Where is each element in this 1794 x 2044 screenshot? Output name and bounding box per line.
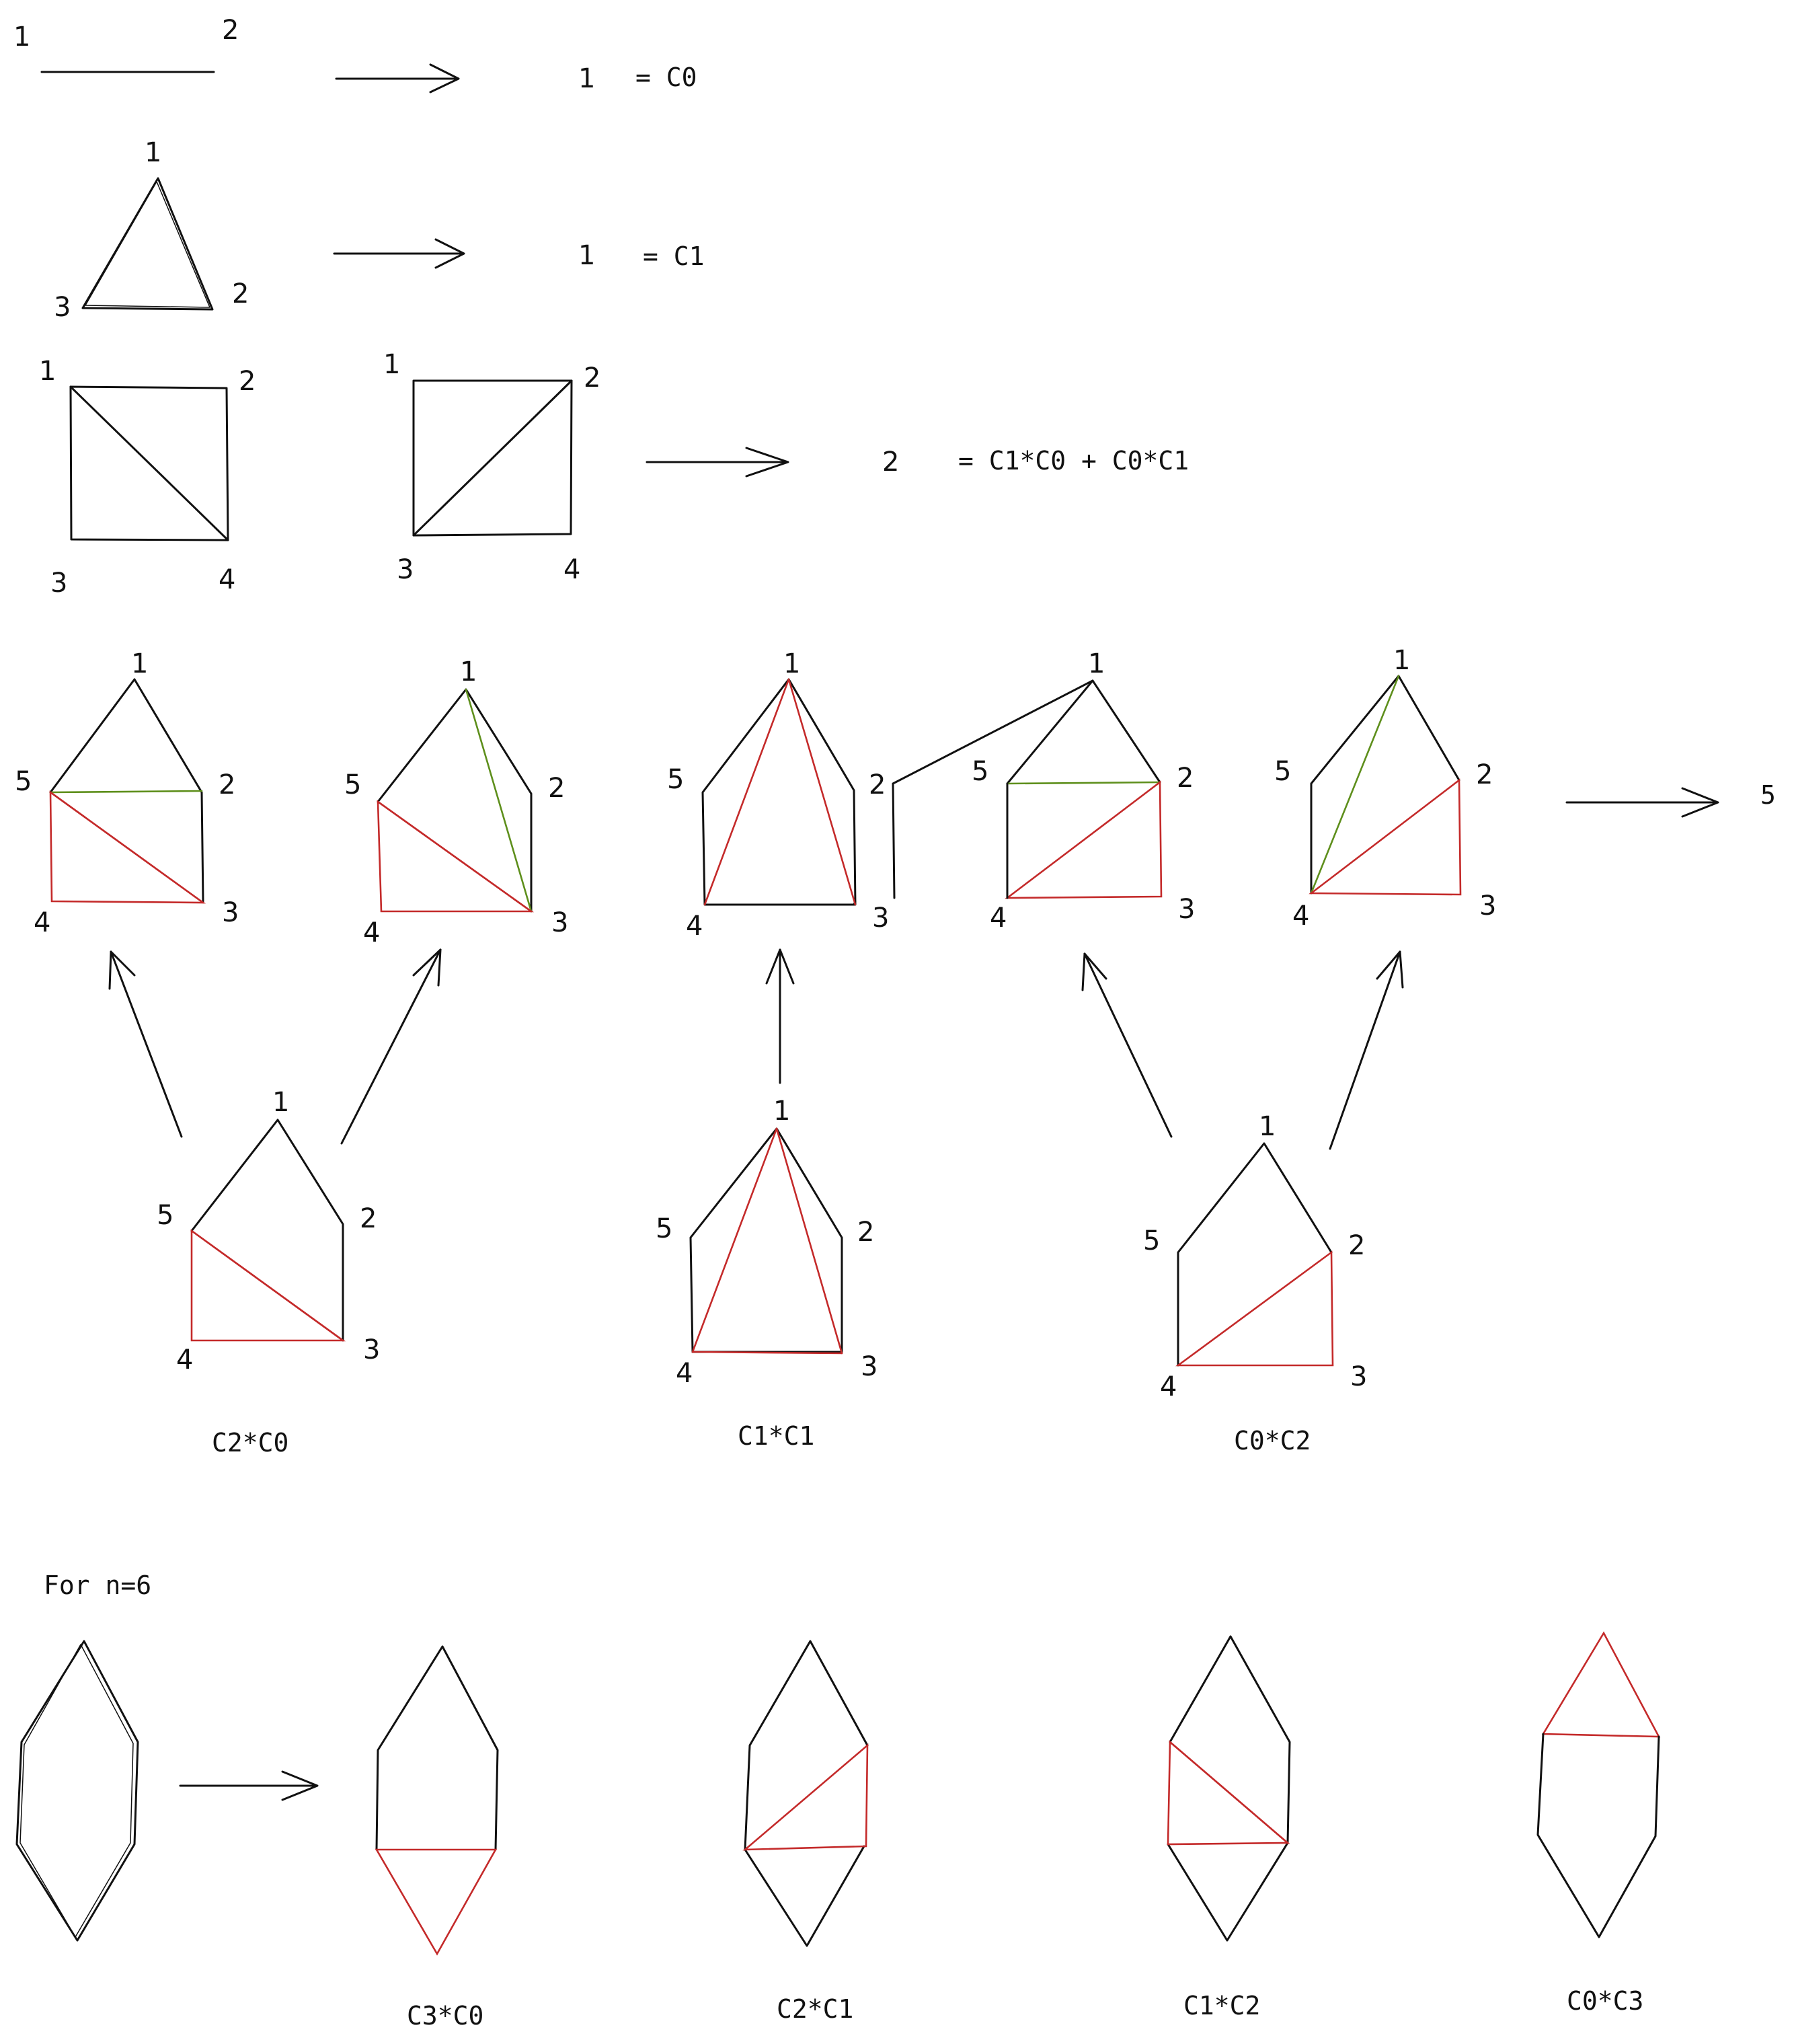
result-count-row3: 2 [882, 447, 899, 478]
segment-n2: 1 2 [13, 15, 239, 73]
vertex-label-3: 3 [1350, 1361, 1367, 1392]
pentagon-triangulation-5: 1 2 3 4 5 [1274, 645, 1496, 932]
vertex-label-2: 2 [360, 1203, 377, 1234]
vertex-label-1: 1 [13, 22, 30, 52]
vertex-label-5: 5 [344, 769, 361, 800]
caption-c1c1: C1*C1 [738, 1421, 814, 1451]
result-count-row1: 1 [578, 63, 595, 94]
vertex-label-4: 4 [686, 911, 703, 942]
vertex-label-2: 2 [1476, 759, 1493, 790]
vertex-label-1: 1 [383, 349, 400, 380]
vertex-label-4: 4 [676, 1358, 693, 1389]
vertex-label-3: 3 [1178, 894, 1195, 925]
vertex-label-2: 2 [219, 769, 235, 800]
vertex-label-4: 4 [219, 564, 235, 595]
pentagon-source-c2c0: 1 2 3 4 5 [157, 1087, 380, 1375]
result-count-row2: 1 [578, 240, 595, 271]
arrow-right-icon [335, 63, 460, 93]
caption-c2c0: C2*C0 [212, 1428, 288, 1458]
vertex-label-5: 5 [157, 1200, 173, 1231]
vertex-label-3: 3 [1479, 891, 1496, 921]
vertex-label-1: 1 [1088, 648, 1105, 679]
vertex-label-3: 3 [861, 1351, 878, 1382]
vertex-label-5: 5 [972, 756, 988, 787]
pentagon-source-c1c1: 1 2 3 4 5 [656, 1096, 878, 1389]
hexagon-triangulation-c1c2 [1167, 1635, 1291, 1942]
vertex-label-5: 5 [656, 1213, 672, 1244]
vertex-label-1: 1 [773, 1096, 790, 1127]
vertex-label-5: 5 [1143, 1225, 1160, 1256]
hexagon-triangulation-c3c0 [375, 1645, 499, 1956]
vertex-label-2: 2 [869, 769, 886, 800]
pentagon-triangulation-1: 1 2 3 4 5 [15, 648, 239, 938]
vertex-label-4: 4 [176, 1345, 193, 1375]
vertex-label-3: 3 [551, 907, 568, 938]
vertex-label-4: 4 [1160, 1371, 1177, 1402]
caption-c2c1: C2*C1 [777, 1994, 853, 2024]
vertex-label-4: 4 [1292, 901, 1309, 932]
caption-c1c2: C1*C2 [1183, 1991, 1260, 2020]
section-heading-n6: For n=6 [44, 1570, 151, 1600]
vertex-label-5: 5 [15, 766, 32, 797]
hexagon-n6 [15, 1640, 139, 1942]
arrow-up-icon [340, 948, 442, 1145]
vertex-label-4: 4 [563, 554, 580, 585]
triangle-n3: 1 3 2 [54, 137, 249, 323]
arrow-right-icon [1565, 787, 1719, 818]
arrow-up-icon [765, 948, 795, 1084]
vertex-label-3: 3 [50, 568, 67, 599]
vertex-label-1: 1 [1393, 645, 1410, 676]
square-diagonal-1-4: 1 2 3 4 [39, 356, 256, 599]
vertex-label-1: 1 [131, 648, 148, 679]
vertex-label-1: 1 [1259, 1111, 1276, 1142]
formula-row1: = C0 [635, 63, 697, 92]
vertex-label-2: 2 [239, 366, 256, 397]
formula-row3: = C1*C0 + C0*C1 [958, 446, 1189, 476]
arrow-right-icon [333, 238, 465, 269]
vertex-label-3: 3 [363, 1334, 380, 1365]
arrow-right-icon [646, 447, 789, 478]
vertex-label-2: 2 [1177, 763, 1194, 794]
arrow-up-icon [108, 950, 183, 1138]
vertex-label-2: 2 [222, 15, 239, 46]
pentagon-triangulation-2: 1 2 3 4 5 [344, 656, 568, 948]
vertex-label-2: 2 [548, 773, 565, 804]
vertex-label-2: 2 [1348, 1230, 1365, 1261]
vertex-label-4: 4 [990, 903, 1007, 934]
vertex-label-3: 3 [222, 897, 239, 928]
arrow-up-icon [1081, 952, 1173, 1138]
vertex-label-1: 1 [783, 648, 800, 679]
vertex-label-5: 5 [667, 764, 684, 795]
vertex-label-2: 2 [857, 1217, 874, 1248]
caption-c0c3: C0*C3 [1567, 1986, 1643, 2016]
pentagon-triangulation-3: 1 2 3 4 5 [667, 648, 889, 942]
pentagon-source-c0c2: 1 2 3 4 5 [1143, 1111, 1367, 1402]
vertex-label-2: 2 [584, 363, 600, 393]
vertex-label-1: 1 [460, 656, 477, 687]
vertex-label-3: 3 [397, 554, 414, 585]
pentagon-triangulation-4: 1 2 3 4 5 [892, 648, 1195, 934]
vertex-label-3: 3 [54, 292, 71, 323]
arrow-up-icon [1329, 950, 1404, 1150]
caption-c0c2: C0*C2 [1234, 1426, 1311, 1455]
vertex-label-1: 1 [39, 356, 56, 387]
square-diagonal-2-3: 1 2 3 4 [383, 349, 600, 585]
caption-c3c0: C3*C0 [407, 2001, 483, 2031]
vertex-label-5: 5 [1274, 756, 1291, 787]
formula-row4: 5 [1760, 780, 1776, 810]
arrow-right-icon [179, 1770, 319, 1801]
vertex-label-1: 1 [145, 137, 161, 168]
hexagon-triangulation-c0c3 [1536, 1631, 1661, 1938]
vertex-label-2: 2 [232, 278, 249, 309]
vertex-label-4: 4 [363, 917, 380, 948]
vertex-label-1: 1 [272, 1087, 289, 1118]
hexagon-triangulation-c2c1 [742, 1640, 869, 1947]
vertex-label-3: 3 [872, 903, 889, 934]
formula-row2: = C1 [643, 241, 705, 271]
vertex-label-4: 4 [34, 907, 50, 938]
